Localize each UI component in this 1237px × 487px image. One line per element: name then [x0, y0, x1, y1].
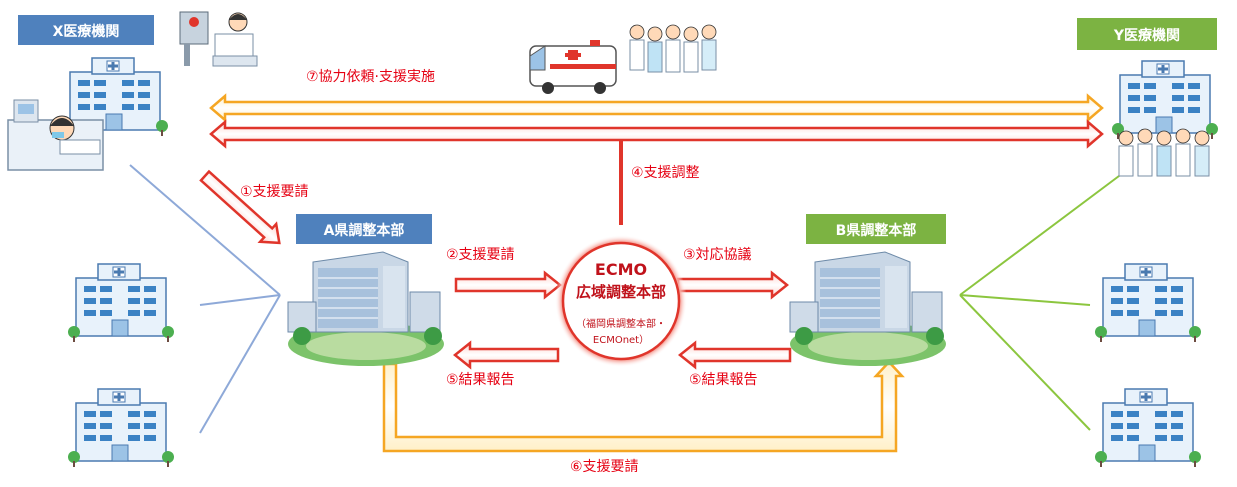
ambulance-icon	[529, 40, 617, 94]
step5-left-label: ⑤結果報告	[446, 372, 515, 388]
step1-label: ①支援要請	[240, 184, 309, 200]
patient-bed-illustration	[7, 99, 104, 171]
medical-staff-group-top	[629, 24, 717, 73]
ecmo-sub-line1: （福岡県調整本部・	[576, 317, 666, 330]
support-request-arrow-1	[199, 169, 281, 245]
step6-label: ⑥支援要請	[570, 459, 639, 475]
ecmo-machine-illustration	[179, 11, 258, 67]
a-hq-box	[296, 214, 432, 244]
b-hq-label: B県調整本部	[836, 222, 917, 239]
a-hq-label: A県調整本部	[324, 222, 405, 239]
y-side-connector-lines	[959, 169, 1128, 431]
step5-right-label: ⑤結果報告	[689, 372, 758, 388]
y-hospital-building	[1111, 60, 1219, 140]
step7-label: ⑦協力依頼·支援実施	[306, 69, 435, 85]
medical-staff-group-y	[1118, 128, 1210, 177]
response-discussion-arrow	[676, 270, 790, 300]
ecmo-hq-circle	[555, 235, 687, 367]
support-request-arrow-2	[454, 270, 563, 300]
y-institution-label: Y医療機関	[1113, 27, 1180, 44]
b-hq-box	[806, 214, 946, 244]
y-institution-box	[1077, 18, 1217, 50]
ecmo-title-line2: 広域調整本部	[576, 283, 666, 301]
cooperation-arrow-top	[209, 93, 1104, 123]
right-hospital-3	[1094, 388, 1202, 468]
a-hq-building	[287, 251, 445, 367]
step4-label: ④支援調整	[631, 165, 700, 181]
x-institution-label: X医療機関	[53, 23, 120, 40]
support-request-arrow-6	[382, 360, 905, 453]
step3-label: ③対応協議	[683, 246, 752, 263]
right-hospital-2	[1094, 263, 1202, 343]
step2-label: ②支援要請	[446, 247, 515, 263]
result-report-arrow-right	[677, 340, 792, 370]
result-report-arrow-left	[452, 340, 560, 370]
x-side-connector-lines	[129, 164, 281, 434]
b-hq-building	[789, 251, 947, 367]
left-hospital-2	[67, 263, 175, 343]
ecmo-title-line1: ECMO	[595, 260, 647, 279]
left-hospital-3	[67, 388, 175, 468]
ecmo-sub-line2: ECMOnet）	[593, 334, 649, 346]
x-institution-box	[18, 15, 154, 45]
cooperation-arrow-bottom	[209, 119, 1104, 149]
